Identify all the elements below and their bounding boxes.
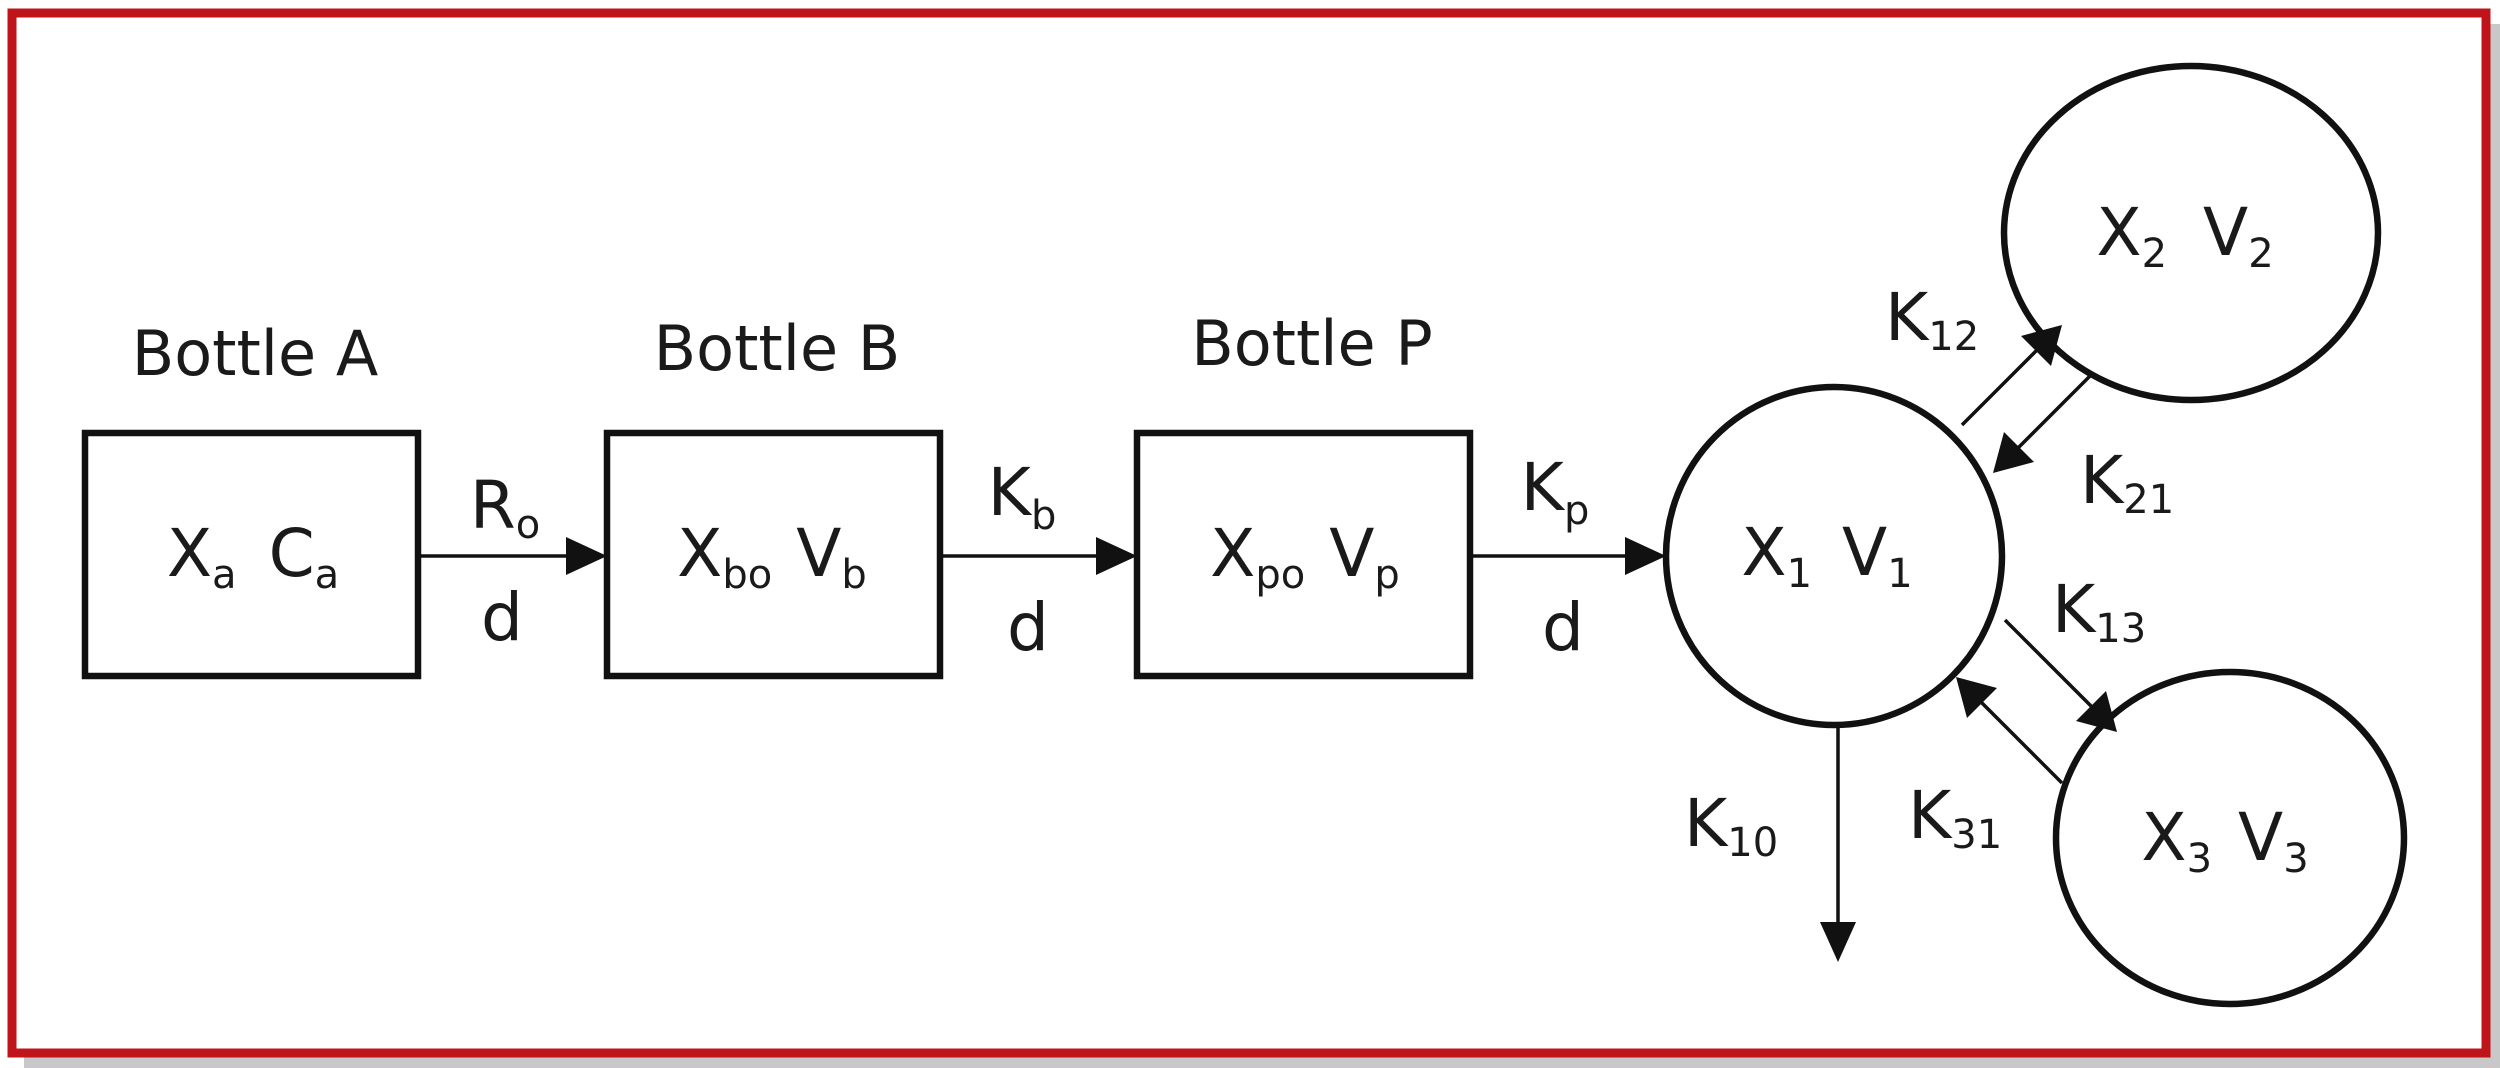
compartment-3-volume-symbol: V <box>2238 799 2283 876</box>
bottle-p-volume-symbol: V <box>1329 515 1374 592</box>
rate-k10-label: K10 <box>1684 785 1778 866</box>
flow-a-to-b-rate-subscript: o <box>516 502 540 548</box>
compartment-1-circle <box>1662 383 2006 729</box>
bottle-a-box <box>81 429 422 680</box>
bottle-p-title: Bottle P <box>1191 307 1433 380</box>
bottle-p-amount-subscript: po <box>1255 552 1305 598</box>
flow-b-to-p-duration: d <box>1007 589 1049 666</box>
compartment-1-volume-subscript: 1 <box>1887 551 1912 597</box>
compartment-2-volume-subscript: 2 <box>2248 231 2273 277</box>
flow-p-to-central-rate-subscript: p <box>1564 488 1589 534</box>
compartment-1-amount-subscript: 1 <box>1787 551 1812 597</box>
compartment-2-amount-symbol: X <box>2096 194 2141 271</box>
rate-k21-label: K21 <box>2080 442 2174 523</box>
bottle-a-concentration-symbol: C <box>269 515 315 592</box>
rate-k10-symbol: K <box>1684 785 1729 862</box>
rate-k31-symbol: K <box>1908 777 1953 854</box>
compartment-2-amount-subscript: 2 <box>2142 231 2167 277</box>
rate-k13-line <box>2003 618 2094 709</box>
bottle-b-label: Xbo Vb <box>677 515 867 598</box>
bottle-b-volume-subscript: b <box>841 552 866 598</box>
compartment-3-volume-subscript: 3 <box>2283 836 2308 882</box>
compartment-2-volume-symbol: V <box>2203 194 2248 271</box>
rate-k21-line <box>2016 371 2095 450</box>
compartment-3-amount-subscript: 3 <box>2187 836 2212 882</box>
rate-k12-label: K12 <box>1885 279 1979 360</box>
rate-k21-subscript: 21 <box>2123 477 2174 523</box>
bottle-p-label: Xpo Vp <box>1210 515 1400 598</box>
rate-k10-subscript: 10 <box>1727 820 1778 866</box>
flow-b-to-p-rate: Kb <box>988 454 1057 539</box>
rate-k21: K21 <box>1993 371 2174 523</box>
bottle-b-box <box>603 429 944 680</box>
bottle-a-amount-symbol: X <box>167 515 212 592</box>
bottle-a-concentration-subscript: a <box>315 552 340 598</box>
flow-a-to-b: Ro d <box>418 467 607 656</box>
rate-k12: K12 <box>1885 279 2062 427</box>
flow-b-to-p-arrowhead <box>1096 537 1137 575</box>
rate-k10-arrowhead <box>1820 922 1856 962</box>
flow-p-to-central: Kp d <box>1470 449 1666 666</box>
rate-k31-line <box>1979 700 2064 785</box>
rate-k31-arrowhead <box>1956 677 1997 718</box>
flow-b-to-p-rate-symbol: K <box>988 454 1033 531</box>
bottle-p-volume-subscript: p <box>1374 552 1399 598</box>
compartment-1-volume-symbol: V <box>1842 514 1887 591</box>
flow-p-to-central-rate: Kp <box>1521 449 1590 534</box>
flow-a-to-b-rate-symbol: R <box>470 467 516 544</box>
rate-k13: K13 <box>2003 571 2146 732</box>
rate-k31: K31 <box>1908 677 2064 858</box>
rate-k31-label: K31 <box>1908 777 2002 858</box>
rate-k13-symbol: K <box>2052 571 2097 648</box>
rate-k12-subscript: 12 <box>1928 314 1979 360</box>
rate-k13-label: K13 <box>2052 571 2146 652</box>
rate-k13-subscript: 13 <box>2095 606 2146 652</box>
rate-k31-subscript: 31 <box>1951 812 2002 858</box>
flow-p-to-central-arrowhead <box>1625 537 1666 575</box>
flow-a-to-b-arrowhead <box>566 537 607 575</box>
rate-k12-line <box>1960 347 2040 427</box>
compartment-1-amount-symbol: X <box>1741 514 1786 591</box>
rate-k10: K10 <box>1684 725 1856 962</box>
bottle-a-title: Bottle A <box>132 317 379 390</box>
flow-b-to-p-rate-subscript: b <box>1031 493 1056 539</box>
flow-a-to-b-duration: d <box>481 579 523 656</box>
flow-p-to-central-duration: d <box>1542 589 1584 666</box>
compartment-3-amount-symbol: X <box>2141 799 2186 876</box>
compartment-3-circle <box>2052 668 2408 1008</box>
bottle-a-amount-subscript: a <box>212 552 237 598</box>
bottle-b: Bottle B Xbo Vb <box>603 312 944 680</box>
rate-k21-arrowhead <box>1993 432 2034 473</box>
compartment-2-circle <box>2000 62 2382 404</box>
bottle-b-amount-subscript: bo <box>722 552 772 598</box>
bottle-b-amount-symbol: X <box>677 515 722 592</box>
rate-k12-symbol: K <box>1885 279 1930 356</box>
bottle-p-amount-symbol: X <box>1210 515 1255 592</box>
flow-p-to-central-rate-symbol: K <box>1521 449 1566 526</box>
bottle-b-volume-symbol: V <box>796 515 841 592</box>
rate-k21-symbol: K <box>2080 442 2125 519</box>
bottle-b-title: Bottle B <box>654 312 901 385</box>
rate-k13-arrowhead <box>2076 691 2117 732</box>
rate-k12-arrowhead <box>2021 325 2062 366</box>
flow-a-to-b-rate: Ro <box>470 467 540 548</box>
flow-b-to-p: Kb d <box>940 454 1137 666</box>
